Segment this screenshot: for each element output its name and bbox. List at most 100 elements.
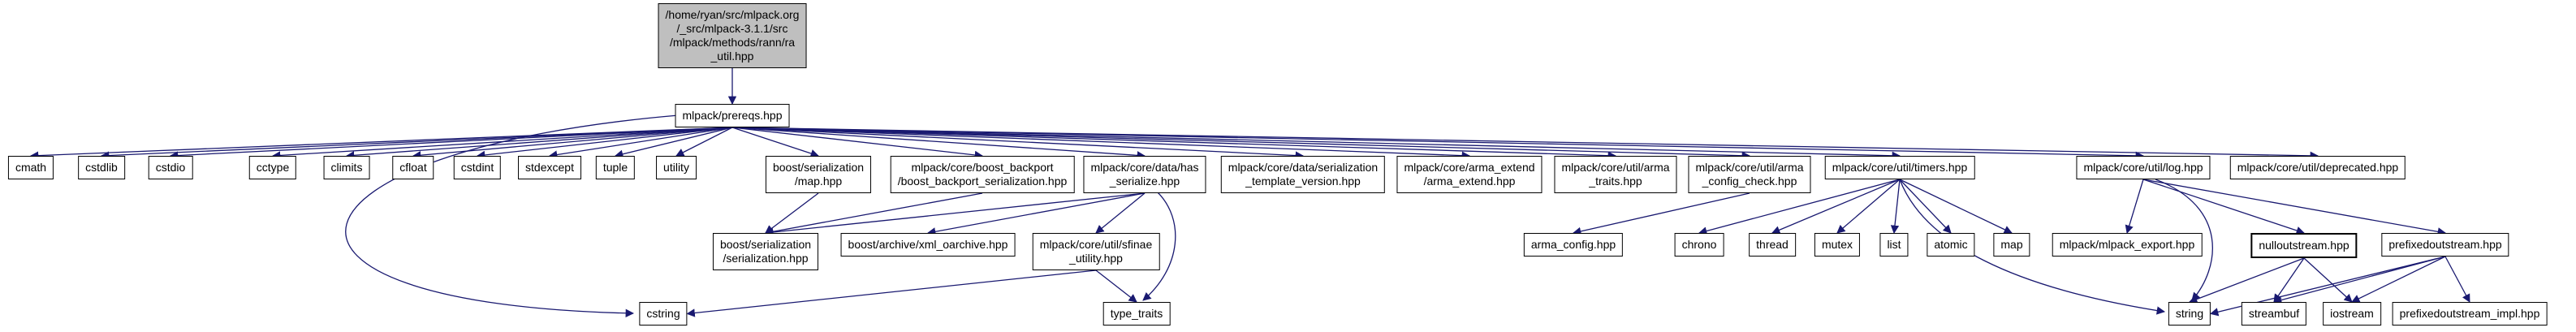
include-edge-has_serialize-boost_ser_serialization [764,192,1146,237]
include-edge-sfinae_utility-type_traits [1095,269,1137,303]
graph-node-utility: utility [656,156,697,179]
graph-node-mlpack_export[interactable]: mlpack/mlpack_export.hpp [2052,233,2203,257]
include-edge-timers-chrono [1698,179,1901,235]
graph-node-mutex: mutex [1814,233,1861,257]
graph-node-sfinae_utility[interactable]: mlpack/core/util/sfinae_utility.hpp [1032,233,1160,270]
include-edge-prereqs-ser_template_version [731,127,1305,160]
include-edge-prereqs-has_serialize [731,127,1146,160]
include-edge-timers-list [1890,179,1901,235]
include-edge-has_serialize-type_traits [1142,191,1176,301]
node-label-line: cstdlib [85,161,118,174]
include-edge-prefixedoutstream-iostream [2351,256,2446,303]
node-label-line: string [2175,307,2204,320]
node-label-line: utility [663,161,689,174]
node-label-line: /map.hpp [794,175,843,188]
include-edge-boost_backport-boost_ser_serialization [764,192,983,236]
node-label-line: mutex [1821,238,1853,251]
node-label-line: arma_config.hpp [1530,238,1616,251]
graph-node-prefixedoutstream_impl[interactable]: prefixedoutstream_impl.hpp [2392,302,2548,326]
node-label-line: _serialize.hpp [1109,175,1180,188]
graph-node-boost_backport[interactable]: mlpack/core/boost_backport/boost_backpor… [890,156,1075,193]
node-label-line: cstdint [460,161,494,174]
graph-node-arma_config[interactable]: arma_config.hpp [1523,233,1624,257]
graph-node-ser_template_version[interactable]: mlpack/core/data/serialization_template_… [1220,156,1386,193]
graph-node-climits: climits [323,156,370,179]
include-edge-prereqs-timers [731,127,1901,160]
include-edge-log-string [2155,179,2213,301]
graph-node-has_serialize[interactable]: mlpack/core/data/has_serialize.hpp [1083,156,1206,193]
include-edge-timers-mutex [1836,179,1901,234]
node-label-line: _util.hpp [710,50,754,63]
node-label-line: /arma_extend.hpp [1423,175,1516,188]
include-edge-nulloutstream-streambuf [2273,257,2305,303]
graph-node-prereqs[interactable]: mlpack/prereqs.hpp [675,104,790,127]
graph-node-cstring: cstring [639,302,688,326]
graph-node-cstdio: cstdio [148,156,193,179]
node-label-line: streambuf [2248,307,2300,320]
graph-node-arma_traits[interactable]: mlpack/core/util/arma_traits.hpp [1554,156,1677,193]
graph-node-cstdlib: cstdlib [78,156,125,179]
node-label-line: /serialization.hpp [723,252,809,265]
node-label-line: _config_check.hpp [1702,175,1797,188]
include-edge-prereqs-boost_backport [731,127,984,160]
include-edge-prereqs-tuple [614,127,733,158]
graph-node-type_traits: type_traits [1102,302,1171,326]
node-label-line: mlpack/core/util/sfinae [1039,238,1153,251]
include-edge-timers-string [1899,179,2166,315]
include-edge-timers-thread [1771,179,1901,235]
include-edge-prereqs-cmath [29,127,733,160]
graph-node-atomic: atomic [1927,233,1975,257]
include-edge-prereqs-cstdio [169,127,733,160]
include-edge-log-nulloutstream [2142,179,2305,235]
node-label-line: boost/serialization [772,161,865,174]
node-label-line: /_src/mlpack-3.1.1/src [676,22,788,35]
graph-node-stdexcept: stdexcept [518,156,581,179]
graph-node-ra_util: /home/ryan/src/mlpack.org/_src/mlpack-3.… [658,3,807,68]
graph-node-arma_config_check[interactable]: mlpack/core/util/arma_config_check.hpp [1688,156,1811,193]
include-edge-nulloutstream-iostream [2303,257,2353,303]
include-edge-sfinae_utility-cstring [686,269,1097,317]
include-edge-prereqs-cstring [345,114,680,317]
include-edge-has_serialize-sfinae_utility [1095,192,1146,234]
graph-node-list: list [1879,233,1909,257]
node-label-line: boost/archive/xml_oarchive.hpp [848,238,1008,251]
node-label-line: /home/ryan/src/mlpack.org [665,8,800,21]
node-label-line: atomic [1934,238,1968,251]
node-label-line: type_traits [1110,307,1163,320]
node-label-line: climits [330,161,363,174]
graph-node-cstdint: cstdint [453,156,502,179]
graph-node-arma_extend[interactable]: mlpack/core/arma_extend/arma_extend.hpp [1396,156,1543,193]
graph-node-tuple: tuple [595,156,636,179]
graph-node-cctype: cctype [248,156,297,179]
include-edge-nulloutstream-string [2189,257,2305,304]
graph-node-timers[interactable]: mlpack/core/util/timers.hpp [1824,156,1975,179]
include-edge-prereqs-deprecated [731,127,2319,161]
include-edge-has_serialize-xml_oarchive [926,192,1146,236]
graph-node-thread: thread [1749,233,1796,257]
graph-node-nulloutstream[interactable]: nulloutstream.hpp [2250,233,2358,258]
node-label-line: mlpack/core/util/log.hpp [2083,161,2203,174]
graph-node-cmath: cmath [7,156,54,179]
node-label-line: mlpack/core/data/has [1090,161,1199,174]
node-label-line: cstdio [155,161,186,174]
include-edge-prereqs-utility [675,127,733,157]
include-edge-prefixedoutstream-prefixedoutstream_impl [2444,256,2470,303]
include-edge-timers-map [1899,179,2013,234]
include-edge-boost_ser_map-boost_ser_serialization [765,192,819,234]
graph-node-deprecated[interactable]: mlpack/core/util/deprecated.hpp [2229,156,2406,179]
include-edge-prereqs-arma_traits [731,127,1617,160]
include-edge-log-mlpack_export [2125,179,2144,234]
graph-node-log[interactable]: mlpack/core/util/log.hpp [2076,156,2211,179]
node-label-line: /mlpack/methods/rann/ra [669,36,796,49]
node-label-line: prefixedoutstream.hpp [2388,238,2502,251]
node-label-line: cstring [646,307,680,320]
node-label-line: thread [1756,238,1789,251]
node-label-line: nulloutstream.hpp [2259,239,2349,252]
node-label-line: chrono [1681,238,1717,251]
graph-node-boost_ser_serialization: boost/serialization/serialization.hpp [712,233,819,270]
graph-node-prefixedoutstream[interactable]: prefixedoutstream.hpp [2381,233,2509,257]
include-edge-arma_config_check-arma_config [1572,192,1750,236]
graph-node-streambuf: streambuf [2241,302,2307,326]
include-edge-prereqs-boost_ser_map [731,127,819,158]
